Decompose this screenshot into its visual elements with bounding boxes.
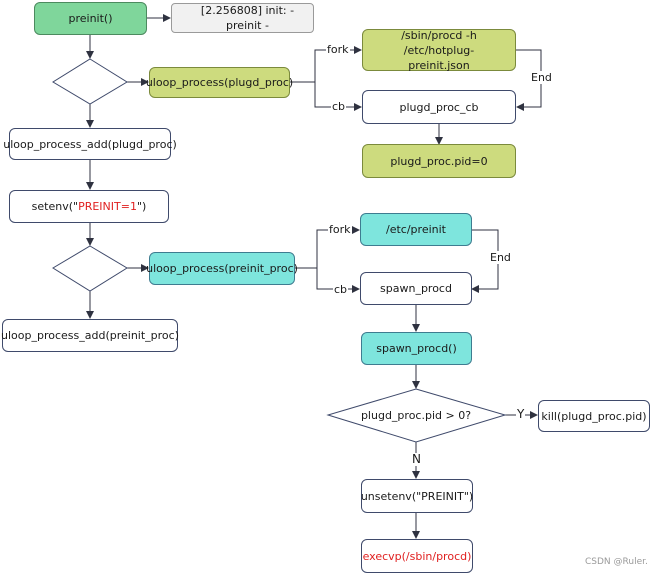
node-kill-plugd: kill(plugd_proc.pid) [538, 400, 650, 432]
node-hotplug-command: /sbin/procd -h /etc/hotplug-preinit.json [362, 29, 516, 72]
node-plugd-pid-zero: plugd_proc.pid=0 [362, 144, 516, 178]
node-unsetenv-preinit: unsetenv("PREINIT") [361, 479, 473, 513]
node-execvp-procd: execvp(/sbin/procd) [361, 539, 473, 573]
node-spawn-procd: spawn_procd() [361, 332, 472, 365]
edge-label-end-2: End [489, 251, 512, 264]
watermark: CSDN @Ruler. [585, 557, 648, 567]
pid-check-diamond [326, 388, 507, 443]
setenv-value: PREINIT=1 [78, 200, 137, 213]
node-spawn-procd-cb: spawn_procd [360, 272, 472, 305]
edge-label-fork-2: fork [328, 223, 352, 236]
node-log-message: [2.256808] init: - preinit - [171, 3, 314, 33]
node-uloop-process-add-plugd: uloop_process_add(plugd_proc) [3, 128, 177, 160]
setenv-prefix: setenv(" [31, 200, 79, 213]
edge-label-cb-2: cb [333, 283, 349, 296]
edge-label-yes: Y [516, 407, 526, 421]
decision-diamond-1 [52, 58, 128, 105]
node-plugd-proc-cb: plugd_proc_cb [362, 90, 516, 124]
node-pid-check-label: plugd_proc.pid > 0? [360, 408, 472, 422]
decision-diamond-2 [52, 245, 128, 292]
edge-label-fork-1: fork [326, 43, 350, 56]
edge-label-cb-1: cb [331, 100, 347, 113]
node-setenv-preinit: setenv("PREINIT=1") [9, 190, 169, 223]
edge-label-end-1: End [530, 71, 553, 84]
node-uloop-process-preinit: uloop_process(preinit_proc) [146, 252, 298, 285]
node-uloop-process-plugd: uloop_process(plugd_proc) [146, 67, 293, 98]
node-etc-preinit: /etc/preinit [360, 213, 472, 246]
node-preinit: preinit() [34, 2, 147, 35]
edge-label-no: N [411, 452, 422, 466]
setenv-suffix: ") [136, 200, 147, 213]
node-uloop-process-add-preinit: uloop_process_add(preinit_proc) [1, 319, 179, 352]
